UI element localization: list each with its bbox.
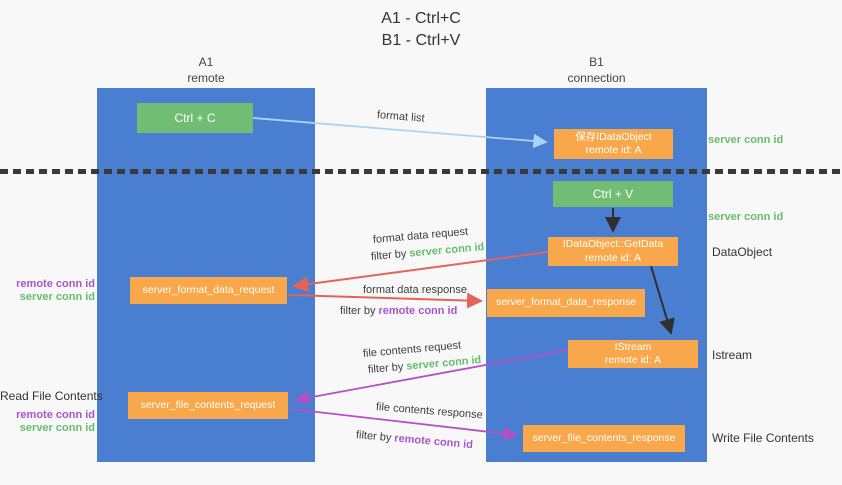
node-ctrl-v-label: Ctrl + V — [592, 187, 634, 201]
label-dataobject: DataObject — [712, 245, 773, 259]
node-server-file-contents-request: server_file_contents_request — [128, 392, 288, 419]
node-save-idataobject-line2: remote id: A — [585, 144, 642, 156]
arrow-getdata-to-istream — [650, 265, 675, 335]
label-server-conn-id-top: server conn id — [708, 134, 784, 146]
filter-by-text: filter by — [340, 305, 376, 317]
node-server-format-data-response-label: server_format_data_response — [495, 296, 637, 309]
lane-left-subtitle: remote — [187, 70, 225, 85]
node-save-idataobject: 保存IDataObject remote id: A — [554, 129, 673, 159]
node-server-file-contents-response: server_file_contents_response — [523, 425, 685, 452]
node-ctrl-c-label: Ctrl + C — [174, 111, 216, 125]
node-idataobject-getdata: IDataObject::GetData remote id: A — [548, 237, 678, 266]
node-istream-line1: IStream — [614, 340, 652, 353]
remote-conn-id-key: remote conn id — [378, 305, 458, 317]
arrow-format-list — [252, 117, 548, 149]
diagram-title: A1 - Ctrl+C B1 - Ctrl+V — [0, 8, 842, 51]
label-read-file-contents: Read File Contents — [0, 389, 103, 403]
node-server-format-data-request-label: server_format_data_request — [142, 283, 275, 296]
left-conn-id-group-1: remote conn id server conn id — [0, 278, 95, 304]
label-format-data-response: format data response — [363, 284, 467, 296]
label-remote-conn-id-1: remote conn id — [16, 278, 95, 290]
title-line-1: A1 - Ctrl+C — [381, 10, 461, 27]
node-istream-line2: remote id: A — [604, 354, 662, 366]
label-server-conn-id-2: server conn id — [19, 422, 95, 434]
node-server-file-contents-response-label: server_file_contents_response — [532, 431, 676, 444]
lane-left-name: A1 — [198, 55, 214, 69]
label-server-conn-id-mid: server conn id — [708, 211, 784, 223]
node-ctrl-c: Ctrl + C — [137, 103, 253, 133]
lane-right-header: B1 connection — [486, 55, 707, 86]
title-line-2: B1 - Ctrl+V — [381, 31, 461, 49]
node-server-file-contents-request-label: server_file_contents_request — [140, 398, 276, 411]
label-write-file-contents: Write File Contents — [712, 431, 814, 445]
left-conn-id-group-2: Read File Contents remote conn id server… — [0, 389, 103, 435]
label-server-conn-id-1: server conn id — [19, 291, 95, 303]
node-istream: IStream remote id: A — [568, 340, 698, 368]
node-ctrl-v: Ctrl + V — [553, 181, 673, 207]
label-istream: Istream — [712, 348, 753, 362]
node-server-format-data-request: server_format_data_request — [130, 277, 287, 304]
lane-right-name: B1 — [589, 55, 604, 69]
node-server-format-data-response: server_format_data_response — [487, 289, 645, 317]
node-idataobject-getdata-line2: remote id: A — [584, 251, 642, 264]
node-save-idataobject-line1: 保存IDataObject — [575, 130, 652, 143]
lane-right-subtitle: connection — [567, 70, 626, 85]
label-remote-conn-id-2: remote conn id — [16, 409, 95, 421]
arrow-format-data-request — [292, 251, 549, 293]
arrow-file-contents-response — [290, 408, 518, 441]
lane-left-header: A1 remote — [97, 55, 315, 86]
node-idataobject-getdata-line1: IDataObject::GetData — [562, 238, 664, 251]
arrow-format-data-response — [288, 292, 483, 309]
arrow-file-contents-request — [294, 349, 568, 405]
dotted-separator-line — [0, 169, 842, 174]
